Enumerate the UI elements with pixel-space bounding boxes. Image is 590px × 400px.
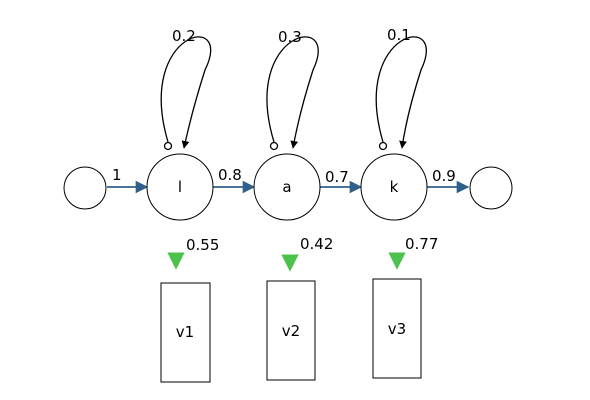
node-end: [469, 166, 513, 210]
node-label-k: k: [390, 178, 399, 196]
node-l: [146, 153, 214, 221]
transition-label-a-k: 0.7: [325, 168, 349, 186]
transition-label-l-a: 0.8: [218, 166, 242, 184]
observation-box-v3: [372, 278, 422, 379]
node-k: [360, 153, 428, 221]
node-start: [63, 166, 107, 210]
observation-box-v1: [160, 282, 211, 383]
observation-label-v3: v3: [388, 320, 406, 338]
loop-label-a: 0.3: [278, 28, 302, 46]
self-loop-a: [266, 36, 319, 151]
loop-label-l: 0.2: [172, 27, 196, 45]
node-label-a: a: [282, 178, 291, 196]
observation-box-v2: [266, 280, 316, 381]
self-loop-l: [160, 36, 212, 151]
observation-label-v1: v1: [176, 323, 194, 341]
node-label-l: l: [178, 178, 182, 196]
emission-label-l: 0.55: [186, 236, 219, 254]
observation-label-v2: v2: [282, 322, 300, 340]
loop-label-k: 0.1: [387, 26, 411, 44]
transition-label-k-end: 0.9: [432, 167, 456, 185]
node-a: [253, 153, 321, 221]
transition-label-start-l: 1: [112, 166, 122, 184]
emission-label-a: 0.42: [300, 235, 333, 253]
self-loop-k: [375, 36, 427, 151]
emission-label-k: 0.77: [405, 235, 438, 253]
